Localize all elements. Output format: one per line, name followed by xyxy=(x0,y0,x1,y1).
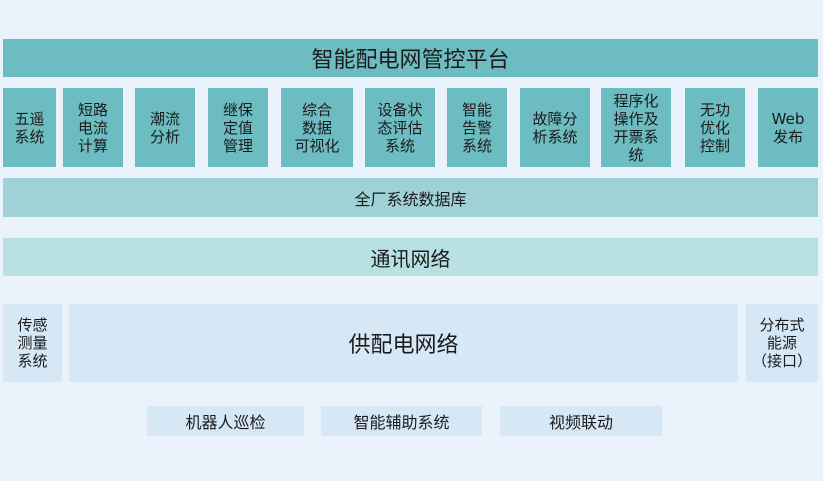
module-wuyao: 五遥 系统 xyxy=(3,88,56,167)
robot-inspection: 机器人巡检 xyxy=(147,406,304,436)
platform-title: 智能配电网管控平台 xyxy=(3,39,818,77)
module-short-circuit: 短路 电流 计算 xyxy=(63,88,123,167)
module-data-visualization: 综合 数据 可视化 xyxy=(281,88,353,167)
module-power-flow: 潮流 分析 xyxy=(135,88,195,167)
smart-auxiliary-system: 智能辅助系统 xyxy=(321,406,482,436)
power-distribution-network: 供配电网络 xyxy=(69,304,738,382)
sensing-measurement-system: 传感 测量 系统 xyxy=(3,304,62,382)
module-reactive-optimization: 无功 优化 控制 xyxy=(685,88,745,167)
module-fault-analysis: 故障分 析系统 xyxy=(520,88,590,167)
communication-network: 通讯网络 xyxy=(3,238,818,276)
module-smart-alarm: 智能 告警 系统 xyxy=(447,88,507,167)
module-programmed-operation: 程序化 操作及 开票系 统 xyxy=(601,88,671,167)
distributed-energy-interface: 分布式 能源 （接口） xyxy=(746,304,818,382)
video-linkage: 视频联动 xyxy=(500,406,662,436)
module-web-publish: Web 发布 xyxy=(758,88,818,167)
module-relay-setting: 继保 定值 管理 xyxy=(208,88,268,167)
module-equipment-assessment: 设备状 态评估 系统 xyxy=(365,88,435,167)
plant-database: 全厂系统数据库 xyxy=(3,178,818,217)
